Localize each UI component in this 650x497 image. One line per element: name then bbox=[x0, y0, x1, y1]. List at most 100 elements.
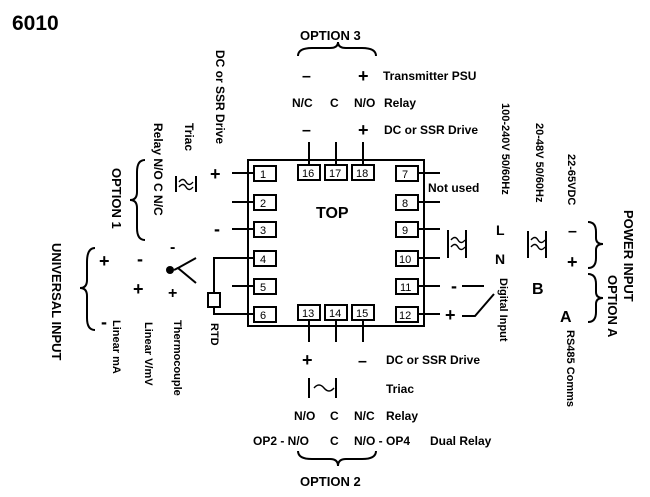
terminal-18: 18 bbox=[351, 164, 375, 181]
terminal-4: 4 bbox=[253, 250, 277, 267]
option2-dual-op4: N/O - OP4 bbox=[354, 434, 410, 448]
terminal-2: 2 bbox=[253, 194, 277, 211]
option3-brace bbox=[297, 41, 377, 57]
rs485-label: RS485 Comms bbox=[564, 330, 576, 407]
option1-dc-minus: - bbox=[214, 219, 220, 239]
terminal-14: 14 bbox=[324, 304, 348, 321]
option-a-title: OPTION A bbox=[605, 275, 620, 338]
terminal-1: 1 bbox=[253, 165, 277, 182]
terminal-5: 5 bbox=[253, 278, 277, 295]
tc-plus: + bbox=[168, 285, 177, 302]
svg-text:14: 14 bbox=[329, 308, 341, 320]
terminal-16: 16 bbox=[297, 164, 321, 181]
svg-text:4: 4 bbox=[260, 254, 266, 266]
ma-plus: + bbox=[99, 251, 110, 271]
not-used-label: Not used bbox=[428, 181, 479, 195]
dc-supply-label: 22-65VDC bbox=[565, 154, 577, 205]
svg-text:6: 6 bbox=[260, 310, 266, 322]
option1-dc-label: DC or SSR Drive bbox=[213, 50, 227, 144]
option2-dc-label: DC or SSR Drive bbox=[386, 353, 480, 367]
svg-text:11: 11 bbox=[400, 282, 411, 294]
svg-text:15: 15 bbox=[356, 308, 368, 320]
svg-text:8: 8 bbox=[402, 198, 408, 210]
option3-relay-c: C bbox=[330, 96, 339, 110]
svg-text:18: 18 bbox=[356, 168, 368, 180]
svg-text:7: 7 bbox=[402, 169, 408, 181]
option3-dc-label: DC or SSR Drive bbox=[384, 123, 478, 137]
option1-brace bbox=[129, 159, 146, 241]
terminal-10: 10 bbox=[395, 250, 419, 267]
terminal-17: 17 bbox=[324, 164, 348, 181]
option1-relay-label: Relay N/O C N/C bbox=[151, 123, 165, 216]
option2-title: OPTION 2 bbox=[300, 474, 361, 489]
option2-triac-label: Triac bbox=[386, 382, 414, 396]
mv-plus: + bbox=[133, 279, 144, 299]
terminal-15: 15 bbox=[351, 304, 375, 321]
mv-minus: - bbox=[137, 249, 143, 269]
dc-supply-plus: + bbox=[567, 252, 578, 272]
option3-dc-minus: – bbox=[302, 122, 311, 139]
svg-text:13: 13 bbox=[302, 308, 314, 320]
pin-leads bbox=[232, 142, 440, 342]
digital-input-minus: - bbox=[451, 276, 457, 296]
option3-relay-label: Relay bbox=[384, 96, 416, 110]
thermocouple-symbol bbox=[166, 257, 197, 284]
universal-brace bbox=[79, 247, 96, 331]
ac-high-label: 100-240V 50/60Hz bbox=[499, 103, 511, 195]
option3-psu-label: Transmitter PSU bbox=[383, 69, 476, 83]
rtd-symbol bbox=[207, 257, 232, 315]
option1-triac-label: Triac bbox=[182, 123, 196, 151]
ma-label: Linear mA bbox=[110, 320, 122, 374]
svg-text:17: 17 bbox=[329, 168, 341, 180]
option2-dual-c: C bbox=[330, 434, 339, 448]
dc-supply-minus: – bbox=[568, 223, 577, 240]
svg-text:12: 12 bbox=[399, 310, 411, 322]
model-number: 6010 bbox=[12, 12, 59, 35]
svg-text:5: 5 bbox=[260, 282, 266, 294]
terminal-6: 6 bbox=[253, 306, 277, 323]
svg-text:2: 2 bbox=[260, 198, 266, 210]
ac-symbol-right bbox=[447, 230, 547, 258]
terminal-9: 9 bbox=[395, 221, 419, 238]
option-a-brace bbox=[587, 273, 604, 323]
option2-relay-no: N/O bbox=[294, 409, 315, 423]
rtd-label: RTD bbox=[208, 323, 220, 346]
option2-dual-op2: OP2 - N/O bbox=[253, 434, 309, 448]
option2-relay-label: Relay bbox=[386, 409, 418, 423]
terminal-7: 7 bbox=[395, 165, 419, 182]
svg-text:3: 3 bbox=[260, 225, 266, 237]
universal-input-title: UNIVERSAL INPUT bbox=[49, 243, 64, 361]
line-l: L bbox=[496, 222, 505, 238]
tc-minus: - bbox=[170, 239, 175, 256]
option3-title: OPTION 3 bbox=[300, 28, 361, 43]
rs485-b: B bbox=[532, 281, 544, 298]
svg-text:16: 16 bbox=[302, 168, 314, 180]
option2-brace bbox=[297, 450, 377, 467]
power-input-brace bbox=[587, 221, 604, 269]
power-input-title: POWER INPUT bbox=[621, 210, 636, 302]
rs485-a: A bbox=[560, 309, 572, 326]
digital-input-plus: + bbox=[445, 305, 456, 325]
option3-psu-minus: – bbox=[302, 68, 311, 85]
option1-title: OPTION 1 bbox=[109, 168, 124, 229]
ma-minus: - bbox=[101, 312, 107, 332]
option3-dc-plus: + bbox=[358, 120, 369, 140]
option2-relay-c: C bbox=[330, 409, 339, 423]
mv-label: Linear V/mV bbox=[142, 322, 154, 386]
terminal-12: 12 bbox=[395, 306, 419, 323]
option3-psu-plus: + bbox=[358, 66, 369, 86]
terminal-3: 3 bbox=[253, 221, 277, 238]
svg-text:1: 1 bbox=[260, 169, 266, 181]
option1-dc-plus: + bbox=[210, 164, 221, 184]
option2-dual-label: Dual Relay bbox=[430, 434, 492, 448]
body-label: TOP bbox=[316, 205, 349, 222]
option2-dc-plus: + bbox=[302, 350, 313, 370]
instrument-body bbox=[247, 159, 425, 327]
digital-input-switch bbox=[462, 285, 495, 317]
option3-relay-no: N/O bbox=[354, 96, 375, 110]
triac-symbol-bottom bbox=[308, 378, 337, 398]
svg-text:10: 10 bbox=[399, 254, 411, 266]
terminal-8: 8 bbox=[395, 194, 419, 211]
tc-label: Thermocouple bbox=[171, 320, 183, 396]
